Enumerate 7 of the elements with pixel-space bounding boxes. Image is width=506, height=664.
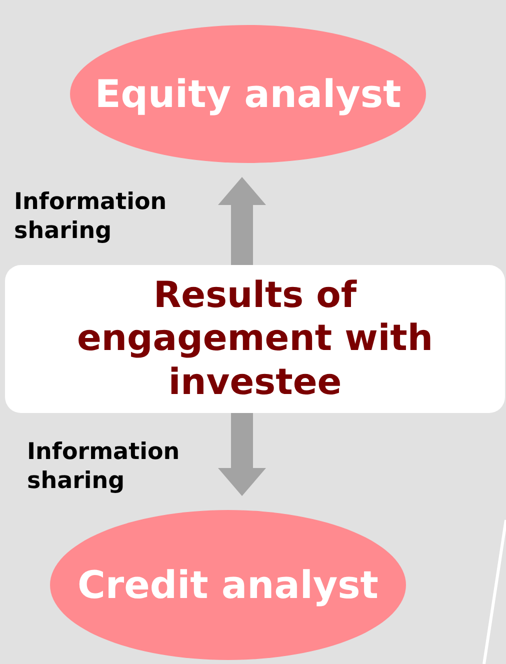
arrow	[218, 177, 266, 265]
ellipse-node: Credit analyst	[50, 510, 406, 660]
ellipse-node: Equity analyst	[70, 25, 426, 163]
text-box: Results of engagement with investee	[5, 265, 505, 413]
edge-label: Information sharing	[14, 188, 168, 246]
edge-label: Information sharing	[27, 438, 181, 496]
arrow	[218, 413, 266, 496]
